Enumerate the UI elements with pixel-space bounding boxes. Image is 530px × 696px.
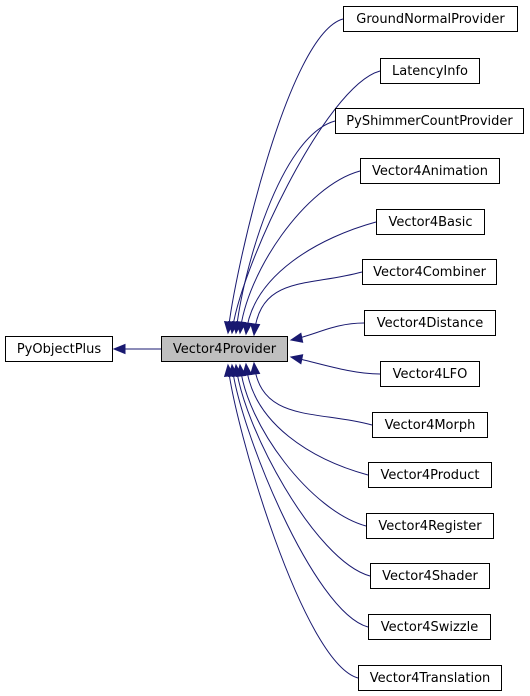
arrowhead-from-vector4morph [249,361,261,375]
arrowhead-from-vector4lfo [289,354,304,365]
node-vector4provider-current: Vector4Provider [161,336,288,362]
edge-vector4combiner-to-vector4provider [253,271,363,336]
edge-vector4lfo-to-vector4provider [290,356,381,375]
node-vector4combiner[interactable]: Vector4Combiner [362,259,497,285]
node-vector4animation[interactable]: Vector4Animation [360,158,500,184]
edge-vector4basic-to-vector4provider [245,221,377,335]
edge-vector4morph-to-vector4provider [253,362,373,426]
node-vector4morph[interactable]: Vector4Morph [372,412,488,438]
arrowhead-from-vector4product [241,362,253,376]
node-groundnormalprovider[interactable]: GroundNormalProvider [343,6,518,32]
edge-vector4translation-to-vector4provider [227,364,359,679]
arrowhead-from-vector4basic [241,322,253,336]
node-pyobjectplus[interactable]: PyObjectPlus [5,336,113,362]
node-vector4swizzle[interactable]: Vector4Swizzle [368,614,491,640]
arrowhead-from-vector4combiner [249,323,261,337]
node-vector4lfo[interactable]: Vector4LFO [380,361,480,387]
node-latencyinfo[interactable]: LatencyInfo [380,58,480,84]
node-vector4register[interactable]: Vector4Register [366,513,494,539]
arrowhead-from-vector4translation [223,363,235,377]
node-vector4translation[interactable]: Vector4Translation [358,665,502,691]
node-vector4shader[interactable]: Vector4Shader [370,563,490,589]
arrowhead-from-vector4distance [289,332,304,343]
node-pyshimmercountprovider[interactable]: PyShimmerCountProvider [335,108,524,134]
edge-vector4register-to-vector4provider [239,364,367,527]
edge-vector4swizzle-to-vector4provider [231,364,369,628]
edge-vector4animation-to-vector4provider [239,170,361,334]
arrowhead-pyobjectplus [112,343,126,355]
edge-vector4shader-to-vector4provider [235,364,371,577]
edge-latencyinfo-to-vector4provider [231,70,381,334]
edge-pyshimmercountprovider-to-vector4provider [235,120,336,334]
node-vector4basic[interactable]: Vector4Basic [376,209,485,235]
node-vector4product[interactable]: Vector4Product [368,462,492,488]
edge-groundnormalprovider-to-vector4provider [227,18,344,334]
edge-vector4product-to-vector4provider [245,363,369,476]
node-vector4distance[interactable]: Vector4Distance [364,310,496,336]
